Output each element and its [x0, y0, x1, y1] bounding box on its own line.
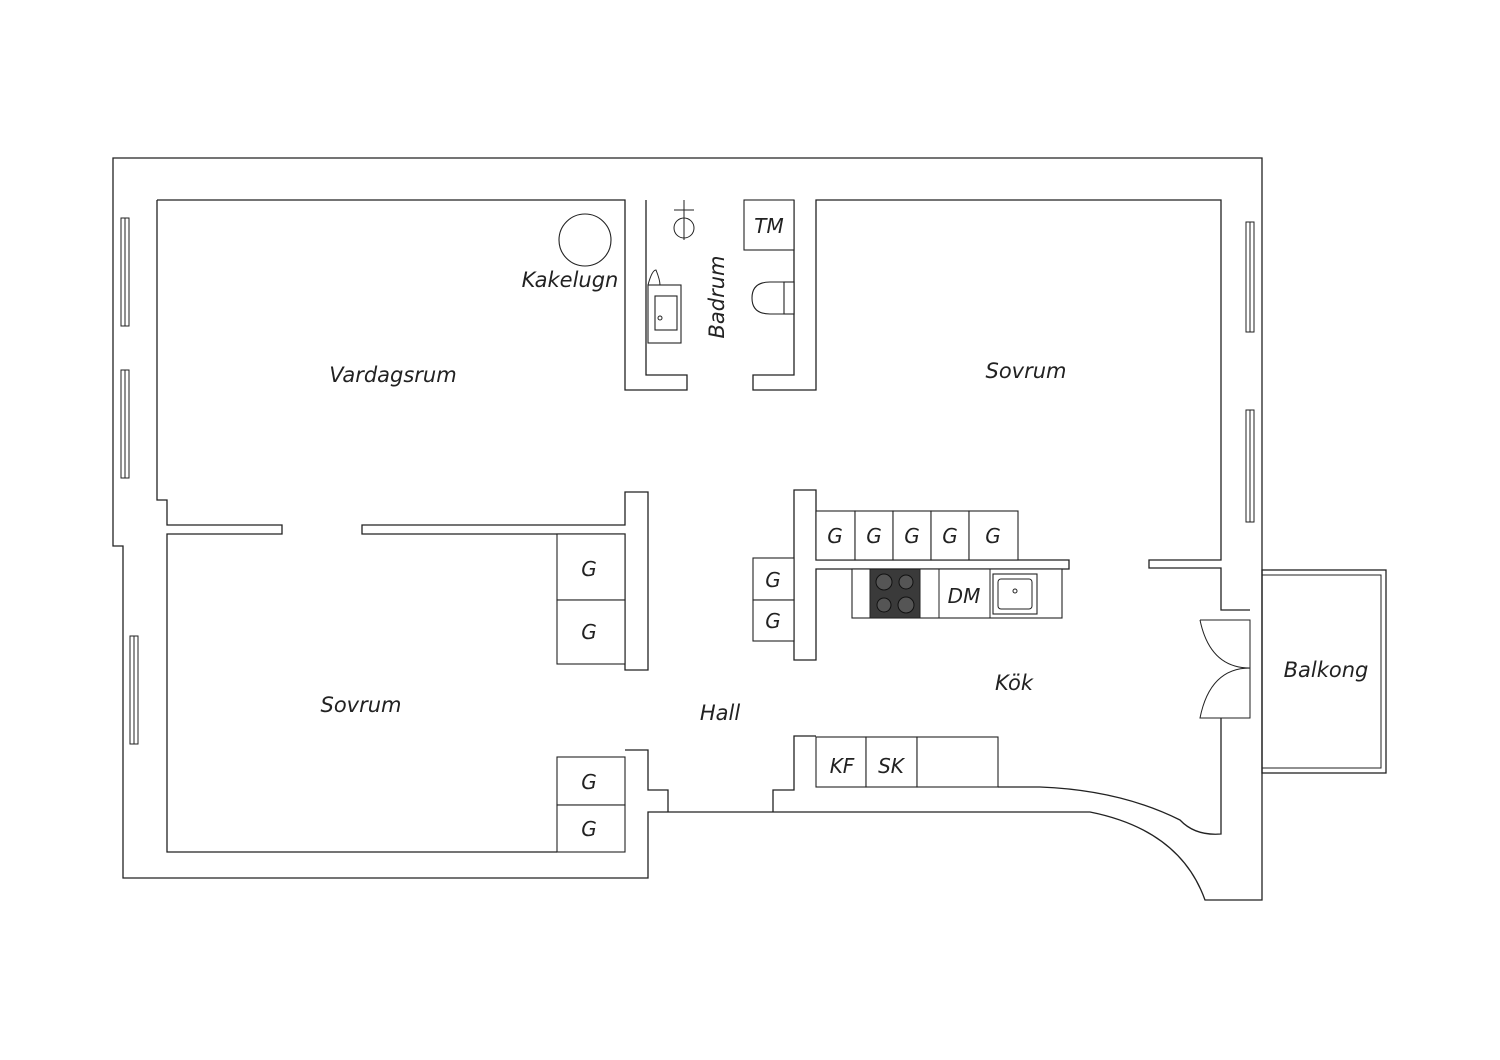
label-wardrobe: G	[581, 817, 597, 841]
label-sk: SK	[878, 754, 906, 778]
label-wardrobe: G	[765, 568, 781, 592]
label-tm: TM	[754, 214, 783, 238]
outer-wall	[112, 157, 1263, 901]
wardrobes	[556, 510, 1019, 853]
label-wardrobe: G	[581, 770, 597, 794]
label-wardrobe: G	[904, 524, 920, 548]
windows-right	[1245, 221, 1255, 523]
windows-left	[120, 217, 139, 745]
label-wardrobe: G	[581, 620, 597, 644]
sink	[992, 573, 1038, 615]
lower-units	[815, 736, 999, 788]
label-vardagsrum: Vardagsrum	[329, 363, 456, 387]
label-wardrobe: G	[765, 609, 781, 633]
label-wardrobe: G	[827, 524, 843, 548]
label-kok: Kök	[995, 671, 1034, 695]
label-wardrobe: G	[581, 557, 597, 581]
label-balkong: Balkong	[1284, 658, 1369, 682]
kitchen-counter	[851, 568, 1063, 619]
label-wardrobe: G	[985, 524, 1001, 548]
label-wardrobe: G	[942, 524, 958, 548]
stove	[869, 568, 921, 619]
balcony	[1261, 569, 1387, 774]
label-kf: KF	[830, 754, 855, 778]
label-dm: DM	[948, 584, 981, 608]
label-badrum: Badrum	[705, 255, 729, 338]
label-wardrobe: G	[866, 524, 882, 548]
label-sovrum-right: Sovrum	[985, 359, 1066, 383]
label-kakelugn: Kakelugn	[522, 268, 619, 292]
label-hall: Hall	[700, 701, 740, 725]
tiled-stove	[558, 213, 612, 267]
label-sovrum-left: Sovrum	[320, 693, 401, 717]
balcony-door	[1199, 619, 1251, 719]
bathroom-fixtures	[647, 199, 795, 344]
